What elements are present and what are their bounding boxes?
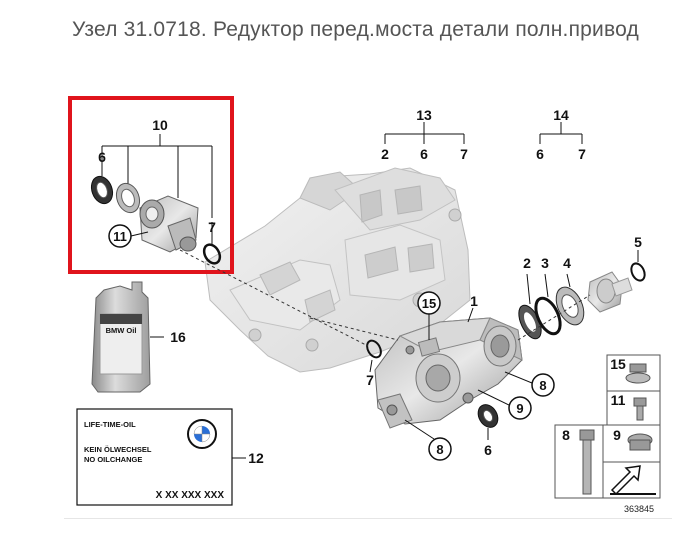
label-6a: 6	[98, 149, 106, 165]
key-9: 9	[613, 427, 621, 443]
label-card-line2: KEIN ÖLWECHSEL	[84, 445, 152, 454]
bracket-13	[384, 122, 465, 144]
label-14: 14	[553, 107, 569, 123]
label-8b: 8	[436, 442, 443, 457]
label-10: 10	[152, 117, 168, 133]
bottle-text: BMW Oil	[106, 326, 137, 335]
diagram-frame	[64, 94, 672, 519]
label-13-2: 2	[381, 146, 389, 162]
shaft-parts	[518, 250, 646, 340]
key-8: 8	[562, 427, 570, 443]
label-14-7: 7	[578, 146, 586, 162]
label-9: 9	[516, 401, 523, 416]
label-8a: 8	[539, 378, 546, 393]
label-2: 2	[523, 255, 531, 271]
label-13-6: 6	[420, 146, 428, 162]
callout-9	[508, 396, 532, 420]
page-title: Узел 31.0718. Редуктор перед.моста детал…	[72, 18, 639, 41]
label-13-7: 7	[460, 146, 468, 162]
label-card-line1: LIFE-TIME-OIL	[84, 420, 136, 429]
label-7a: 7	[208, 219, 216, 235]
label-card	[76, 408, 233, 506]
fastener-key	[554, 354, 661, 499]
label-14-6: 6	[536, 146, 544, 162]
label-13: 13	[416, 107, 432, 123]
label-5: 5	[634, 234, 642, 250]
oil-bottle-icon	[91, 281, 151, 393]
callout-8b	[428, 437, 452, 461]
label-15: 15	[422, 296, 436, 311]
key-15: 15	[610, 356, 626, 372]
label-7b: 7	[366, 372, 374, 388]
bracket-14	[539, 122, 583, 144]
arrow-icon	[610, 465, 656, 496]
label-16: 16	[170, 329, 186, 345]
callout-8a	[531, 373, 555, 397]
highlight-box	[68, 96, 234, 274]
label-4: 4	[563, 255, 571, 271]
oil-pan-housing	[204, 167, 471, 373]
label-card-code: X XX XXX XXX	[156, 490, 225, 501]
label-card-line3: NO OILCHANGE	[84, 455, 142, 464]
label-11a: 11	[113, 229, 127, 244]
label-12: 12	[248, 450, 264, 466]
group-10-parts	[90, 134, 222, 265]
label-1: 1	[470, 293, 478, 309]
front-axle-differential	[179, 249, 591, 429]
leader-1	[467, 307, 474, 323]
label-6b: 6	[484, 442, 492, 458]
diagram-number: 363845	[624, 504, 654, 514]
key-11: 11	[611, 392, 626, 408]
label-3: 3	[541, 255, 549, 271]
